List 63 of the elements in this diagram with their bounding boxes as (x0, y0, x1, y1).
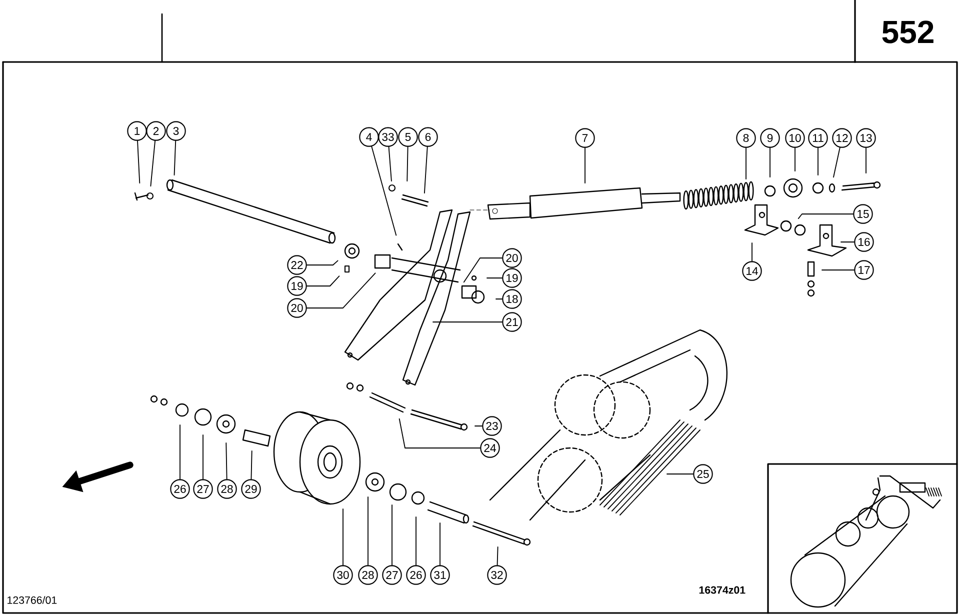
leader-line (150, 140, 156, 186)
callout-number: 8 (736, 128, 756, 148)
callout-number: 3 (166, 121, 186, 141)
callout-number: 29 (241, 479, 261, 499)
callout-number: 20 (502, 248, 522, 268)
callout-number: 16 (854, 232, 874, 252)
callout-number: 21 (502, 312, 522, 332)
callout-number: 10 (785, 128, 805, 148)
callout-number: 13 (856, 128, 876, 148)
leader-line (584, 147, 586, 184)
callout-number: 28 (217, 479, 237, 499)
callout-number: 26 (406, 565, 426, 585)
callout-number: 5 (398, 127, 418, 147)
callout-number: 30 (333, 565, 353, 585)
leader-line (137, 140, 140, 184)
leader-line (496, 298, 503, 300)
callout-number: 2 (146, 121, 166, 141)
callout-number: 23 (482, 416, 502, 436)
callout-number: 15 (853, 204, 873, 224)
leader-line (174, 140, 176, 176)
callout-number: 19 (502, 268, 522, 288)
callout-number: 20 (287, 298, 307, 318)
callout-number: 4 (359, 127, 379, 147)
callout-number: 18 (502, 289, 522, 309)
leader-line (798, 214, 854, 219)
leader-line (306, 276, 340, 286)
leader-line (424, 146, 428, 194)
leader-line (306, 260, 338, 266)
callout-number: 33 (378, 127, 398, 147)
leader-line (406, 146, 408, 182)
callout-number: 31 (430, 565, 450, 585)
callout-number: 17 (854, 260, 874, 280)
drawing-number: 16374z01 (699, 586, 746, 594)
callout-number: 27 (382, 565, 402, 585)
callout-number: 9 (760, 128, 780, 148)
callout-number: 11 (808, 128, 828, 148)
callout-number: 1 (127, 121, 147, 141)
callout-number: 12 (832, 128, 852, 148)
leader-line (250, 450, 252, 480)
callout-number: 26 (170, 479, 190, 499)
leader-line (463, 258, 503, 283)
callout-number: 14 (742, 261, 762, 281)
callout-number: 7 (575, 128, 595, 148)
leader-line (833, 147, 840, 178)
leader-line (226, 442, 228, 480)
callout-number: 25 (693, 464, 713, 484)
drawing-number: 123766/01 (8, 596, 57, 604)
leader-line (342, 508, 344, 566)
leader-line (202, 434, 204, 480)
callout-number: 32 (487, 565, 507, 585)
callout-number: 27 (193, 479, 213, 499)
callout-number: 28 (358, 565, 378, 585)
callout-number: 24 (480, 438, 500, 458)
callout-number: 6 (418, 127, 438, 147)
leader-line (306, 272, 376, 308)
page-number-box: 552 (854, 0, 934, 63)
callout-number: 19 (287, 276, 307, 296)
callout-number: 22 (287, 255, 307, 275)
leader-line (388, 146, 392, 182)
leader-line (794, 147, 796, 172)
leader-line (371, 146, 397, 236)
leader-line (398, 418, 481, 448)
leader-line (496, 546, 498, 566)
